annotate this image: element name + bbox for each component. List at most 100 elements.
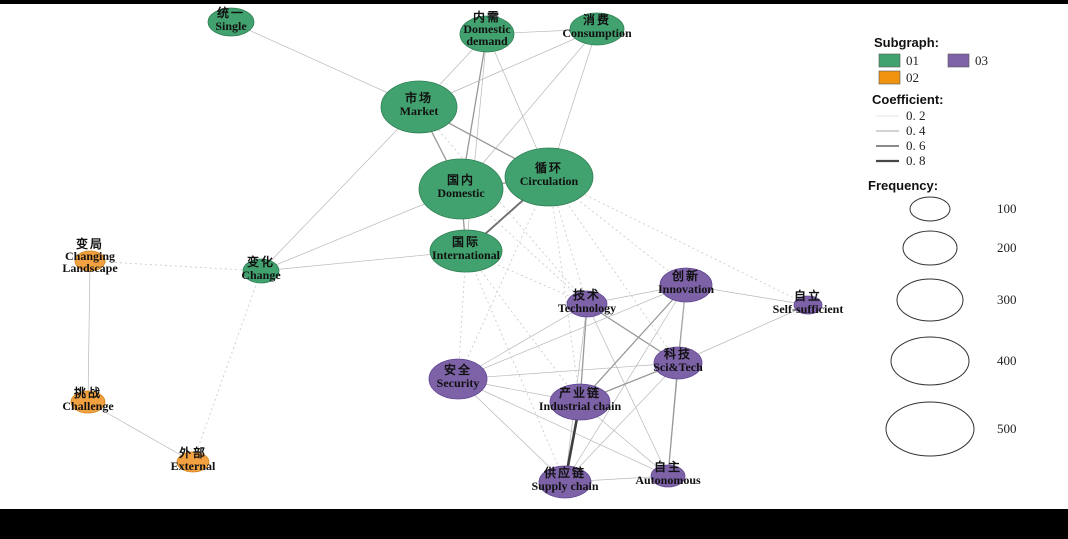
node-label-international-cn: 国际 bbox=[452, 235, 480, 249]
node-label-international-en: International bbox=[432, 248, 501, 262]
edge-security-supply-chain bbox=[457, 378, 566, 483]
node-label-technology-cn: 技术 bbox=[573, 287, 601, 302]
node-label-layer: 统一Single内需Domesticdemand消费Consumption市场M… bbox=[62, 5, 843, 493]
frequency-legend-title: Frequency: bbox=[868, 178, 938, 193]
frequency-label-100: 100 bbox=[997, 201, 1017, 216]
node-label-single-en: Single bbox=[215, 19, 247, 33]
frequency-label-200: 200 bbox=[997, 240, 1017, 255]
edge-innovation-security bbox=[457, 284, 687, 380]
node-label-security-en: Security bbox=[437, 376, 480, 390]
edge-scitech-security bbox=[457, 362, 679, 380]
edge-domestic-technology bbox=[460, 188, 588, 305]
edge-challenge-external bbox=[87, 401, 194, 463]
edge-changing-landscape-change bbox=[89, 260, 262, 272]
edge-external-change bbox=[192, 270, 262, 463]
node-label-change-en: Change bbox=[241, 268, 281, 282]
frequency-ellipse-200 bbox=[902, 230, 958, 266]
node-label-market-en: Market bbox=[400, 104, 439, 118]
node-label-scitech-cn: 科技 bbox=[664, 346, 692, 361]
node-label-challenge-cn: 挑战 bbox=[74, 385, 102, 400]
edge-market-technology bbox=[418, 106, 588, 305]
node-changing-landscape bbox=[74, 250, 106, 272]
edge-changing-landscape-challenge bbox=[87, 260, 91, 403]
node-label-self-sufficient-cn: 自立 bbox=[794, 288, 822, 303]
edge-circulation-security bbox=[457, 176, 550, 380]
coefficient-label-1: 0. 4 bbox=[906, 123, 926, 138]
subgraph-swatch-01 bbox=[878, 53, 901, 68]
node-label-consumption-en: Consumption bbox=[562, 26, 632, 40]
node-label-autonomous-cn: 自主 bbox=[654, 459, 682, 474]
node-label-scitech-en: Sci&Tech bbox=[653, 360, 703, 374]
node-label-domestic-demand-cn: 内需 bbox=[473, 9, 501, 24]
bottom-black-bar bbox=[0, 509, 1068, 539]
node-international bbox=[429, 229, 503, 273]
frequency-label-500: 500 bbox=[997, 421, 1017, 436]
node-label-changing-landscape-cn: 变局 bbox=[76, 236, 104, 251]
edge-circulation-self-sufficient bbox=[548, 176, 809, 306]
node-label-supply-chain-en: Supply chain bbox=[531, 479, 598, 493]
edge-international-industrial-chain bbox=[465, 250, 581, 403]
node-scitech bbox=[653, 346, 703, 380]
node-label-consumption-cn: 消费 bbox=[583, 12, 611, 27]
edge-innovation-industrial-chain bbox=[579, 284, 687, 403]
node-label-change-cn: 变化 bbox=[247, 254, 275, 269]
edge-circulation-scitech bbox=[548, 176, 679, 364]
node-security bbox=[428, 358, 488, 400]
node-label-single-cn: 统一 bbox=[217, 5, 245, 20]
subgraph-legend-title: Subgraph: bbox=[874, 35, 939, 50]
node-label-circulation-cn: 循环 bbox=[535, 160, 563, 175]
node-label-external-cn: 外部 bbox=[179, 445, 207, 460]
node-industrial-chain bbox=[549, 383, 611, 421]
edge-international-supply-chain bbox=[465, 250, 566, 483]
edge-scitech-self-sufficient bbox=[677, 304, 809, 364]
edge-scitech-autonomous bbox=[667, 362, 679, 477]
node-layer bbox=[70, 7, 823, 499]
node-label-industrial-chain-en: Industrial chain bbox=[539, 399, 622, 413]
node-label-market-cn: 市场 bbox=[405, 90, 433, 105]
coefficient-label-0: 0. 2 bbox=[906, 108, 926, 123]
edge-circulation-innovation bbox=[548, 176, 687, 286]
node-supply-chain bbox=[538, 465, 592, 499]
edge-consumption-domestic bbox=[460, 28, 598, 190]
node-label-domestic-demand-en: demand bbox=[466, 34, 508, 48]
node-label-technology-en: Technology bbox=[558, 301, 616, 315]
node-label-challenge-en: Challenge bbox=[62, 399, 114, 413]
frequency-label-400: 400 bbox=[997, 353, 1017, 368]
subgraph-label-03: 03 bbox=[975, 53, 988, 68]
coefficient-label-3: 0. 8 bbox=[906, 153, 926, 168]
node-autonomous bbox=[650, 464, 686, 488]
frequency-ellipse-100 bbox=[909, 196, 951, 222]
frequency-ellipse-400 bbox=[890, 336, 970, 386]
node-label-external-en: External bbox=[171, 459, 216, 473]
node-challenge bbox=[70, 390, 106, 414]
node-change bbox=[242, 258, 280, 284]
node-label-domestic-demand-en: Domestic bbox=[463, 22, 511, 36]
subgraph-label-01: 01 bbox=[906, 53, 919, 68]
node-label-circulation-en: Circulation bbox=[520, 174, 579, 188]
subgraph-swatch-02 bbox=[878, 70, 901, 85]
node-label-changing-landscape-en: Changing bbox=[65, 249, 115, 263]
node-external bbox=[176, 451, 210, 473]
node-label-domestic-cn: 国内 bbox=[447, 172, 475, 187]
node-label-self-sufficient-en: Self-sufficient bbox=[773, 302, 844, 316]
node-label-supply-chain-cn: 供应链 bbox=[543, 465, 586, 480]
node-label-innovation-cn: 创新 bbox=[671, 268, 700, 283]
subgraph-swatch-03 bbox=[947, 53, 970, 68]
edge-change-market bbox=[260, 106, 420, 272]
node-consumption bbox=[569, 12, 625, 46]
coefficient-legend-title: Coefficient: bbox=[872, 92, 944, 107]
coefficient-label-2: 0. 6 bbox=[906, 138, 926, 153]
node-label-industrial-chain-cn: 产业链 bbox=[559, 385, 601, 400]
node-domestic bbox=[418, 158, 504, 220]
edge-scitech-supply-chain bbox=[564, 362, 679, 483]
node-innovation bbox=[659, 267, 713, 303]
node-self-sufficient bbox=[793, 295, 823, 315]
node-label-domestic-en: Domestic bbox=[437, 186, 485, 200]
frequency-ellipse-500 bbox=[885, 401, 975, 457]
edge-security-autonomous bbox=[457, 378, 669, 477]
frequency-ellipse-300 bbox=[896, 278, 964, 322]
node-market bbox=[380, 80, 458, 134]
node-domestic-demand bbox=[459, 15, 515, 53]
